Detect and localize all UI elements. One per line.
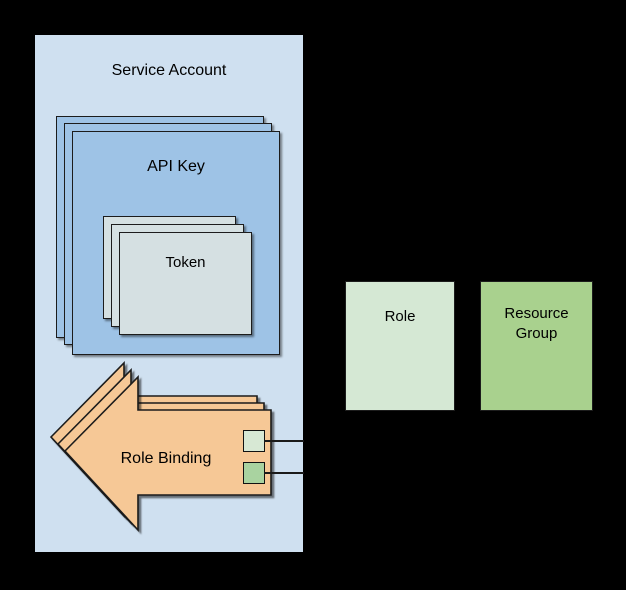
token-card-front[interactable] bbox=[119, 232, 252, 335]
role-box[interactable]: Role bbox=[345, 281, 455, 411]
role-binding-label: Role Binding bbox=[120, 450, 212, 467]
token-label: Token bbox=[165, 254, 206, 271]
service-account-label: Service Account bbox=[111, 62, 227, 79]
resource-group-box-label: Resource Group bbox=[504, 305, 569, 343]
resource-group-port-swatch[interactable] bbox=[243, 462, 265, 484]
api-key-label: API Key bbox=[147, 158, 205, 175]
role-port-swatch[interactable] bbox=[243, 430, 265, 452]
role-box-label: Role bbox=[384, 308, 416, 325]
connector-role-binding-to-role bbox=[264, 440, 304, 442]
connector-role-binding-to-resource-group bbox=[264, 472, 304, 474]
resource-group-box[interactable]: Resource Group bbox=[480, 281, 593, 411]
